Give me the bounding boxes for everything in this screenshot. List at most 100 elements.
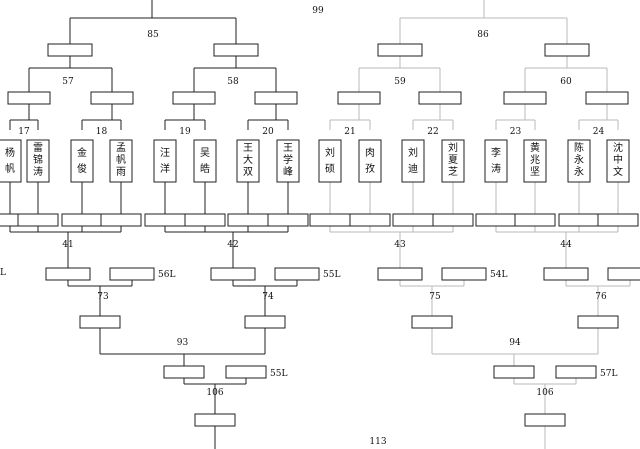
match-number-r3: 41 (62, 240, 73, 250)
side-label-r5: 57L (600, 369, 617, 379)
match-number-upper-left: 85 (147, 30, 159, 40)
match-number-r4: 74 (262, 292, 274, 302)
semifinal-box (47, 43, 93, 57)
side-label-r3: 54L (490, 270, 507, 280)
player-result-box (558, 213, 600, 227)
match-number-final: 113 (369, 437, 386, 447)
player-name-char: 杨 (5, 146, 15, 159)
match-number-upper-right: 86 (477, 30, 489, 40)
player-name-char: 中 (613, 153, 623, 166)
bracket-boxes (0, 43, 640, 427)
bracket-lines (9, 0, 631, 449)
player-name-char: 沈 (613, 141, 623, 154)
player-result-box (267, 213, 309, 227)
player-name-char: 帆 (116, 153, 126, 166)
player-name-char: 帆 (5, 162, 15, 175)
player-name-box (109, 139, 133, 183)
player-name-char: 皓 (200, 163, 210, 175)
player-name-char: 汪 (160, 147, 170, 159)
player-name-box (567, 139, 591, 183)
player-name-char: 吴 (200, 147, 210, 159)
round-box (585, 91, 629, 105)
match-number-r3: 42 (227, 240, 238, 250)
match-number-r2: 17 (18, 127, 30, 137)
player-name-char: 俊 (77, 162, 87, 175)
side-label-r5: 55L (270, 369, 287, 379)
match-number-r2: 20 (262, 127, 274, 137)
round-box (254, 91, 298, 105)
semifinal-box (377, 43, 423, 57)
player-name-box (523, 139, 547, 183)
player-name-char: 孟 (116, 142, 126, 154)
player-name-char: 文 (613, 165, 623, 178)
player-result-box (100, 213, 142, 227)
player-name-box (484, 139, 508, 183)
player-name-char: 兆 (530, 154, 540, 166)
player-name-box (441, 139, 465, 183)
round-box (377, 267, 423, 281)
match-number-r1: 57 (62, 77, 74, 87)
player-name-box (318, 139, 342, 183)
round-box (418, 91, 462, 105)
round-box (577, 315, 619, 329)
round-box (194, 413, 236, 427)
player-name-char: 大 (243, 153, 253, 166)
round-box (109, 267, 155, 281)
player-result-box (349, 213, 391, 227)
round-box (524, 413, 566, 427)
round-box (7, 91, 51, 105)
match-number-r2: 24 (593, 127, 605, 137)
match-number-r5: 93 (177, 338, 189, 348)
player-result-box (514, 213, 556, 227)
match-number-r6: 106 (206, 388, 223, 398)
player-name-char: 涛 (33, 165, 43, 178)
player-result-box (17, 213, 59, 227)
match-number-r2: 18 (96, 127, 108, 137)
match-number-r5: 94 (509, 338, 521, 348)
player-name-char: 刘 (325, 147, 335, 159)
player-name-char: 黄 (530, 141, 540, 154)
match-number-r1: 59 (394, 77, 406, 87)
match-number-r3: 44 (560, 240, 572, 250)
player-name-char: 刘 (448, 142, 458, 154)
player-name-char: 李 (491, 146, 501, 159)
side-label-r3: 55L (323, 270, 340, 280)
player-name-char: 峰 (283, 166, 293, 178)
round-box (555, 365, 597, 379)
player-name-char: 永 (574, 165, 584, 178)
round-box (543, 267, 589, 281)
player-result-box (144, 213, 186, 227)
player-name-box (358, 139, 382, 183)
player-result-box (475, 213, 517, 227)
player-name-char: 锦 (33, 153, 43, 166)
round-box (210, 267, 256, 281)
player-name-char: 刘 (408, 147, 418, 159)
edge-label: L (0, 268, 6, 278)
player-name-char: 肉 (365, 146, 375, 159)
round-box (90, 91, 134, 105)
player-result-box (184, 213, 226, 227)
player-name-box (70, 139, 94, 183)
player-name-char: 王 (243, 143, 253, 154)
player-name-box (0, 139, 22, 183)
round-box (411, 315, 453, 329)
match-number-top: 99 (312, 6, 324, 16)
player-result-box (309, 213, 351, 227)
match-number-r4: 73 (97, 292, 109, 302)
player-name-box (236, 139, 260, 183)
round-box (493, 365, 535, 379)
player-name-char: 芝 (448, 165, 458, 178)
player-name-box (606, 139, 630, 183)
player-result-box (597, 213, 639, 227)
player-name-char: 双 (243, 166, 253, 178)
match-number-r3: 43 (394, 240, 406, 250)
semifinal-box (544, 43, 590, 57)
player-name-char: 永 (574, 153, 584, 166)
player-result-box (392, 213, 434, 227)
player-name-char: 雷 (33, 142, 43, 154)
player-name-char: 金 (77, 146, 87, 159)
player-result-box (61, 213, 103, 227)
round-box (274, 267, 320, 281)
match-number-r4: 75 (429, 292, 441, 302)
